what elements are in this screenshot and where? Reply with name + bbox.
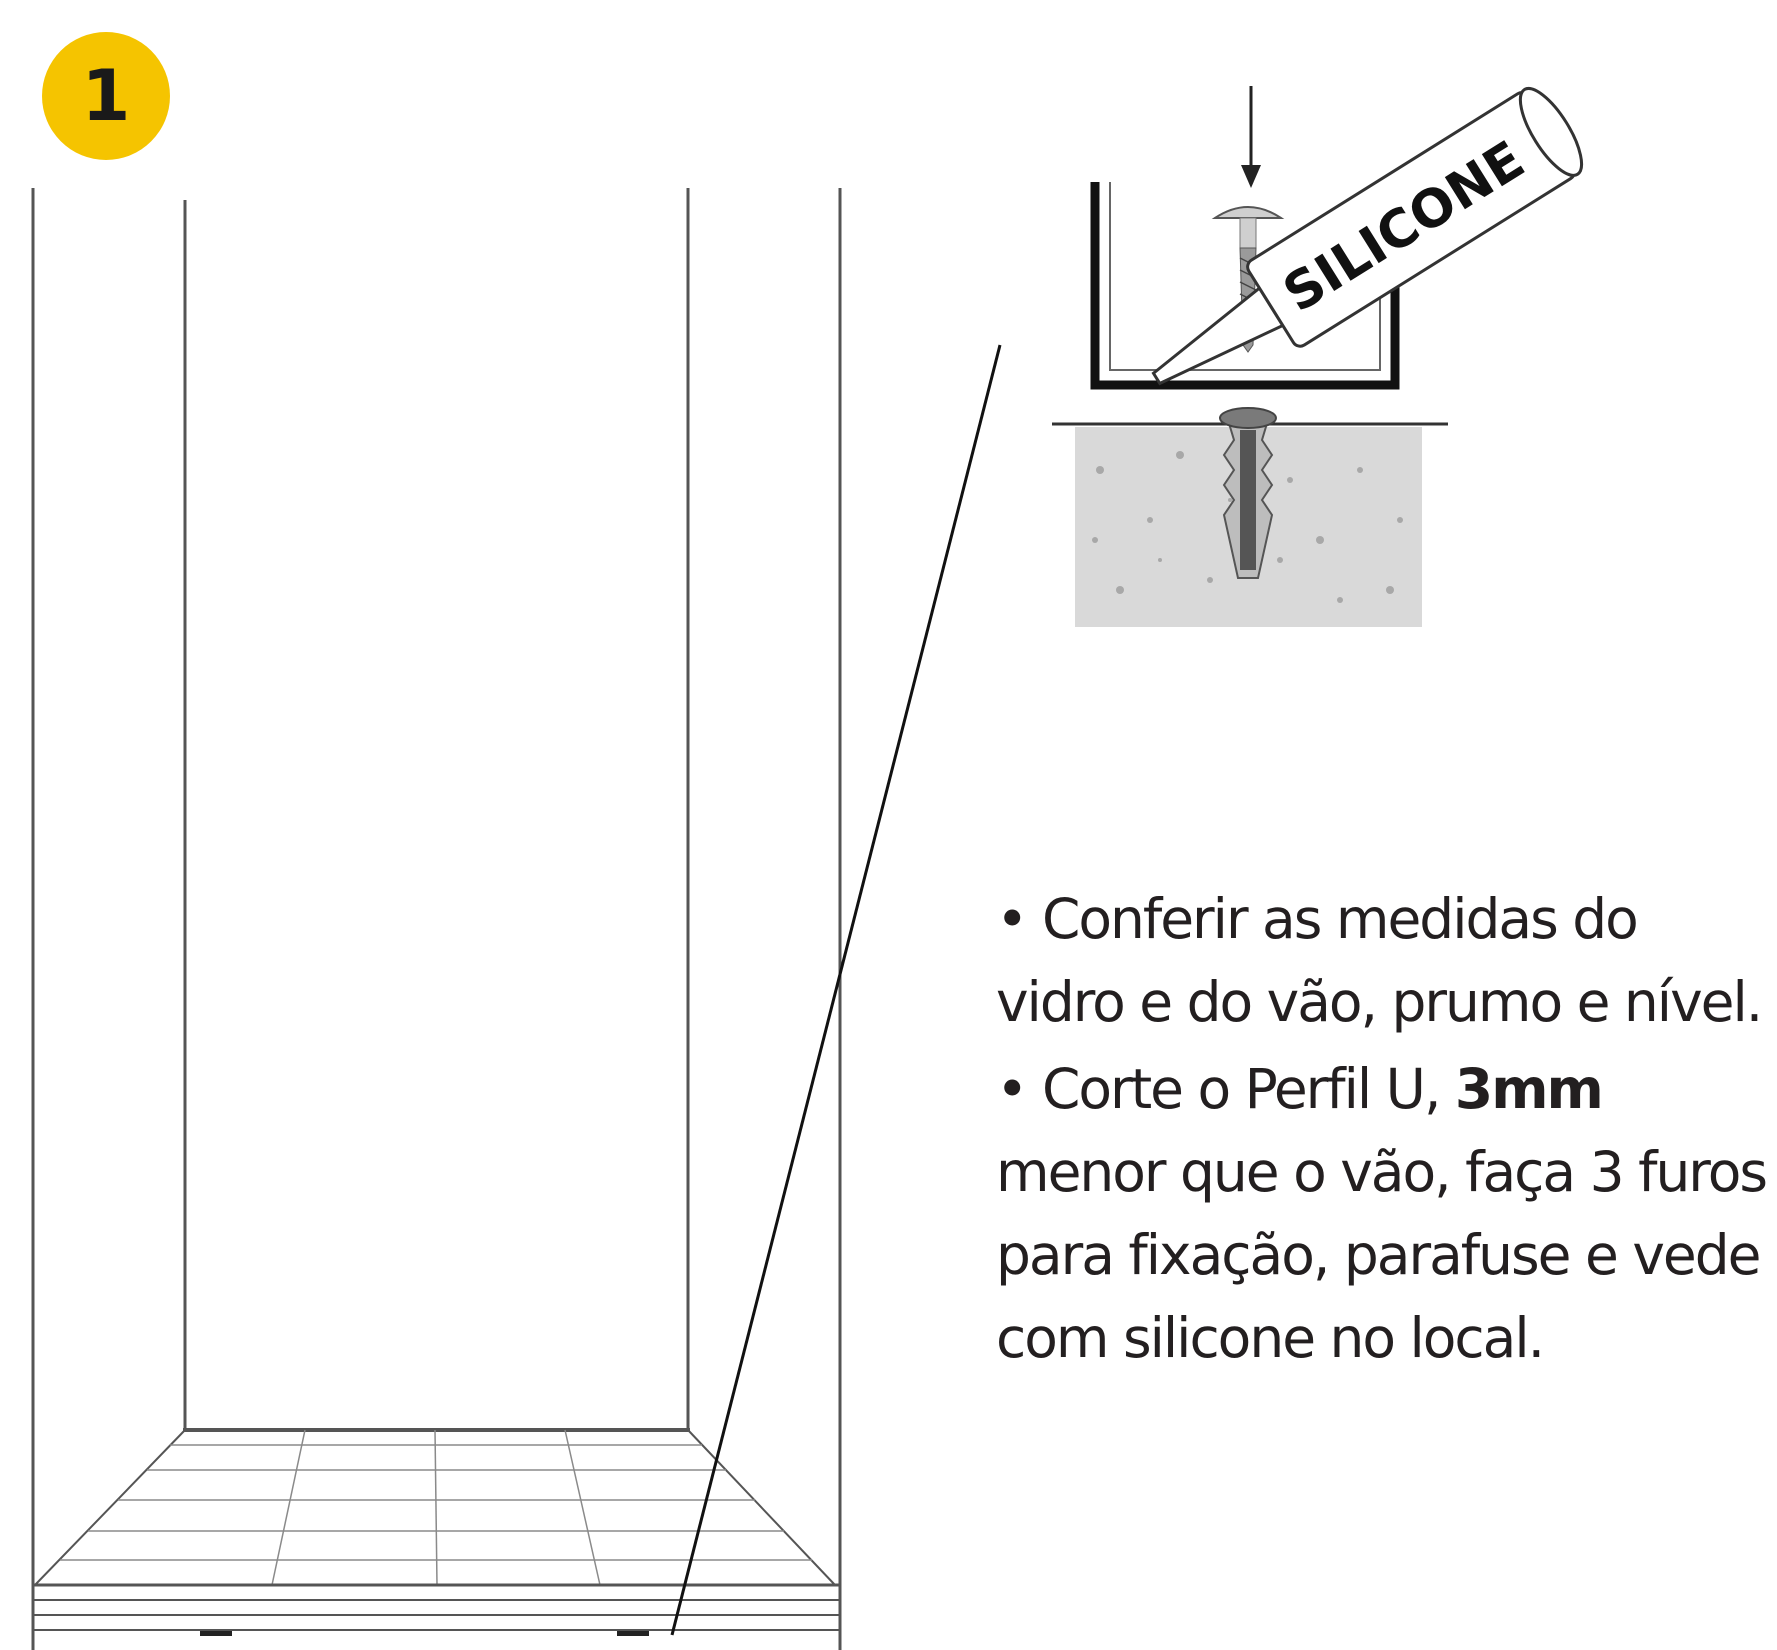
instruction-2-bullet: • <box>996 1057 1028 1121</box>
detail-leader-line <box>670 344 1002 1636</box>
concrete-speckles <box>1092 451 1403 603</box>
instructions-text: • Conferir as medidas do vidro e do vão,… <box>996 878 1777 1384</box>
instruction-1-bullet: • <box>996 887 1028 951</box>
profile-hole-right <box>617 1631 649 1636</box>
instruction-2-text-before: Corte o Perfil U, <box>1041 1057 1455 1121</box>
profile-hole-left <box>200 1631 232 1636</box>
instruction-1: • Conferir as medidas do vidro e do vão,… <box>996 878 1777 1044</box>
instruction-2: • Corte o Perfil U, 3mm menor que o vão,… <box>996 1048 1777 1380</box>
wall-anchor <box>1219 407 1277 579</box>
floor-edge-left <box>34 1429 186 1586</box>
floor-tiles <box>60 1429 812 1586</box>
profile-fixing-detail: SILICONE <box>1052 86 1584 627</box>
instruction-2-text-after: menor que o vão, faça 3 furos para fixaç… <box>996 1140 1768 1370</box>
instruction-2-bold-measure: 3mm <box>1454 1057 1604 1121</box>
insertion-arrow <box>1241 86 1261 188</box>
step-number-badge: 1 <box>42 32 170 160</box>
shower-niche-illustration <box>31 188 842 1650</box>
threshold-profile <box>33 1583 840 1631</box>
step-number: 1 <box>81 55 131 137</box>
floor-edge-right <box>687 1429 836 1586</box>
silicone-tube-end <box>1518 86 1584 177</box>
instruction-1-text: Conferir as medidas do vidro e do vão, p… <box>996 887 1763 1034</box>
